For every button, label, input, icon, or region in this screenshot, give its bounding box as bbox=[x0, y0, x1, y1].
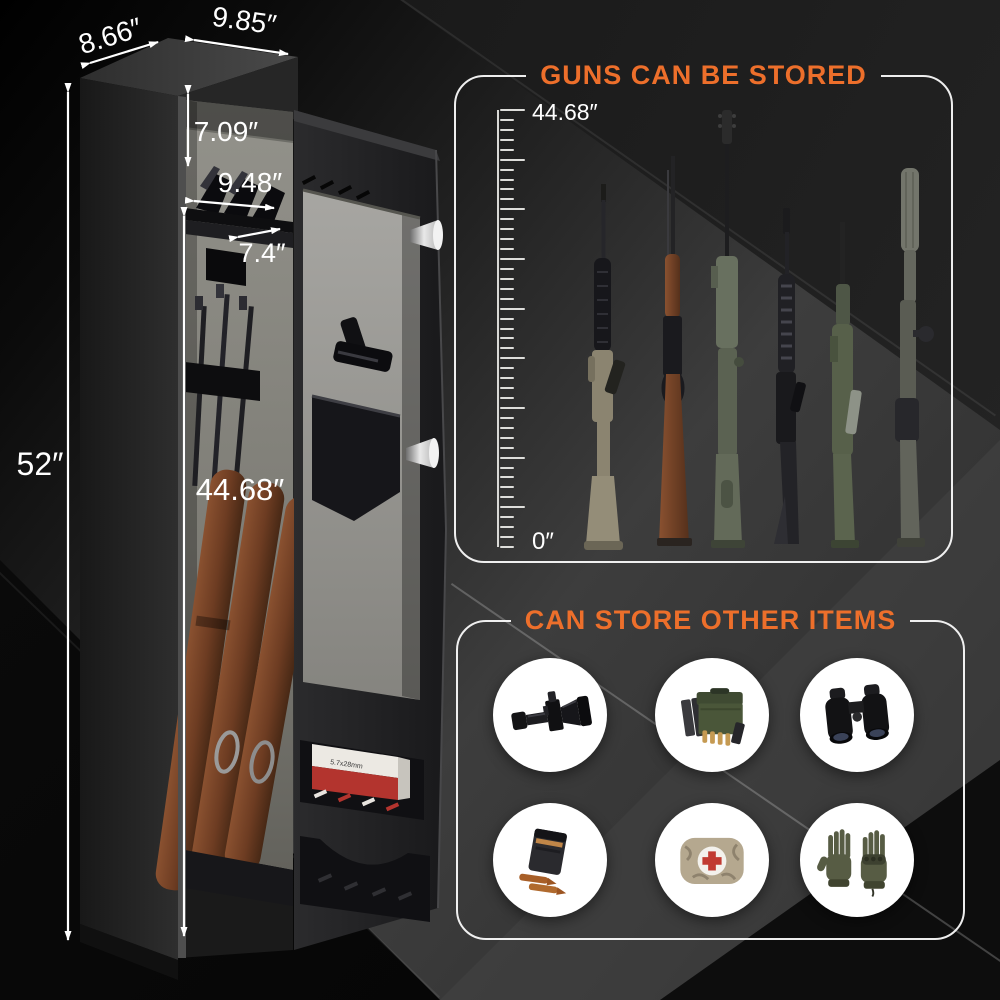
dim-width-front: 9.85″ bbox=[210, 1, 278, 41]
binoculars-icon bbox=[825, 684, 890, 744]
ruler-tick bbox=[500, 466, 514, 469]
ruler-tick bbox=[500, 516, 514, 519]
ruler-tick bbox=[500, 546, 514, 548]
ruler-ticks bbox=[500, 109, 530, 549]
hunting-rifle-icon bbox=[830, 222, 862, 548]
ruler-tick bbox=[500, 406, 525, 409]
item-circle-magazine bbox=[493, 803, 607, 917]
suppressed-rifle-icon bbox=[895, 168, 934, 547]
ruler-tick bbox=[500, 446, 514, 449]
dim-interior-height: 44.68″ bbox=[196, 472, 285, 507]
magazine-icon bbox=[519, 828, 567, 895]
ruler-tick bbox=[500, 337, 514, 340]
tactical-gloves-icon bbox=[817, 829, 887, 898]
ruler-tick bbox=[500, 486, 514, 489]
dim-total-height: 52″ bbox=[17, 446, 64, 482]
safe-interior bbox=[155, 100, 322, 906]
item-circle-ammo-can bbox=[655, 658, 769, 772]
ruler-tick bbox=[500, 208, 525, 211]
ruler-tick bbox=[500, 416, 514, 419]
items-panel-title: CAN STORE OTHER ITEMS bbox=[524, 605, 897, 635]
ruler-tick bbox=[500, 397, 514, 400]
ruler-tick bbox=[500, 426, 514, 429]
ruler-tick bbox=[500, 118, 514, 121]
door-pistol-holster bbox=[311, 317, 401, 521]
item-circle-scope bbox=[493, 658, 607, 772]
ruler-tick bbox=[500, 506, 525, 509]
item-circle-gloves bbox=[800, 803, 914, 917]
ruler-tick bbox=[500, 138, 514, 141]
ruler-tick bbox=[500, 188, 514, 191]
ammo-can-icon bbox=[680, 688, 745, 746]
first-aid-pouch-icon bbox=[680, 837, 744, 884]
ruler-max-label: 44.68″ bbox=[532, 99, 598, 125]
ruler-tick bbox=[500, 287, 514, 290]
ruler-tick bbox=[500, 367, 514, 370]
door-ammo-tray: 5.7x28mm bbox=[300, 740, 424, 820]
door-lower-tray bbox=[300, 836, 430, 922]
dim-top-compartment: 7.09″ bbox=[194, 116, 258, 147]
ruler-tick bbox=[500, 536, 514, 539]
ruler-tick bbox=[500, 257, 525, 260]
stored-guns-lineup bbox=[584, 110, 934, 550]
ruler-tick bbox=[500, 218, 514, 221]
ruler-tick bbox=[500, 277, 514, 280]
ruler-min-label: 0″ bbox=[532, 528, 554, 555]
tactical-rifle-icon bbox=[774, 208, 806, 544]
ruler-tick bbox=[500, 158, 525, 161]
dim-shelf-width: 9.48″ bbox=[218, 167, 282, 198]
guns-panel: GUNS CAN BE STORED bbox=[454, 60, 953, 563]
interior-floor bbox=[185, 850, 293, 906]
ruler-tick bbox=[500, 128, 514, 131]
lever-action-rifle-icon bbox=[657, 156, 692, 546]
barrel-rest bbox=[185, 362, 260, 401]
door-bolts bbox=[406, 220, 443, 468]
ruler-tick bbox=[500, 267, 514, 270]
m16-rifle-icon bbox=[584, 184, 626, 550]
dim-width-side: 8.66″ bbox=[75, 12, 146, 61]
item-circle-first-aid bbox=[655, 803, 769, 917]
ruler-tick bbox=[500, 228, 514, 231]
ruler-tick bbox=[500, 327, 514, 330]
item-circle-binoculars bbox=[800, 658, 914, 772]
items-panel: CAN STORE OTHER ITEMS bbox=[456, 605, 965, 940]
dimension-annotations bbox=[64, 35, 289, 941]
ruler-tick bbox=[500, 347, 514, 350]
ruler-tick bbox=[500, 178, 514, 181]
marksman-rifle-icon bbox=[711, 110, 745, 548]
ruler-tick bbox=[500, 109, 525, 111]
ruler-tick bbox=[500, 496, 514, 499]
ruler-tick bbox=[500, 387, 514, 390]
dim-shelf-depth: 7.4″ bbox=[238, 238, 286, 268]
rifle-scope-icon bbox=[511, 691, 592, 732]
ruler-tick bbox=[500, 476, 514, 479]
ruler-tick bbox=[500, 526, 514, 529]
ruler-tick bbox=[500, 377, 514, 380]
ruler-tick bbox=[500, 168, 514, 171]
ruler-tick bbox=[500, 238, 514, 241]
gun-safe-illustration: 5.7x28mm bbox=[17, 1, 448, 980]
ruler-tick bbox=[500, 436, 514, 439]
ruler-tick bbox=[500, 297, 514, 300]
ruler-tick bbox=[500, 317, 514, 320]
ruler-tick bbox=[500, 357, 525, 360]
safe-door: 5.7x28mm bbox=[294, 110, 448, 950]
ruler-spine bbox=[497, 110, 499, 547]
guns-panel-title: GUNS CAN BE STORED bbox=[540, 60, 867, 90]
ruler-tick bbox=[500, 307, 525, 310]
ruler-tick bbox=[500, 198, 514, 201]
ruler-tick bbox=[500, 148, 514, 151]
ruler-tick bbox=[500, 456, 525, 459]
ruler-tick bbox=[500, 248, 514, 251]
ammo-box-label: 5.7x28mm bbox=[330, 759, 364, 771]
